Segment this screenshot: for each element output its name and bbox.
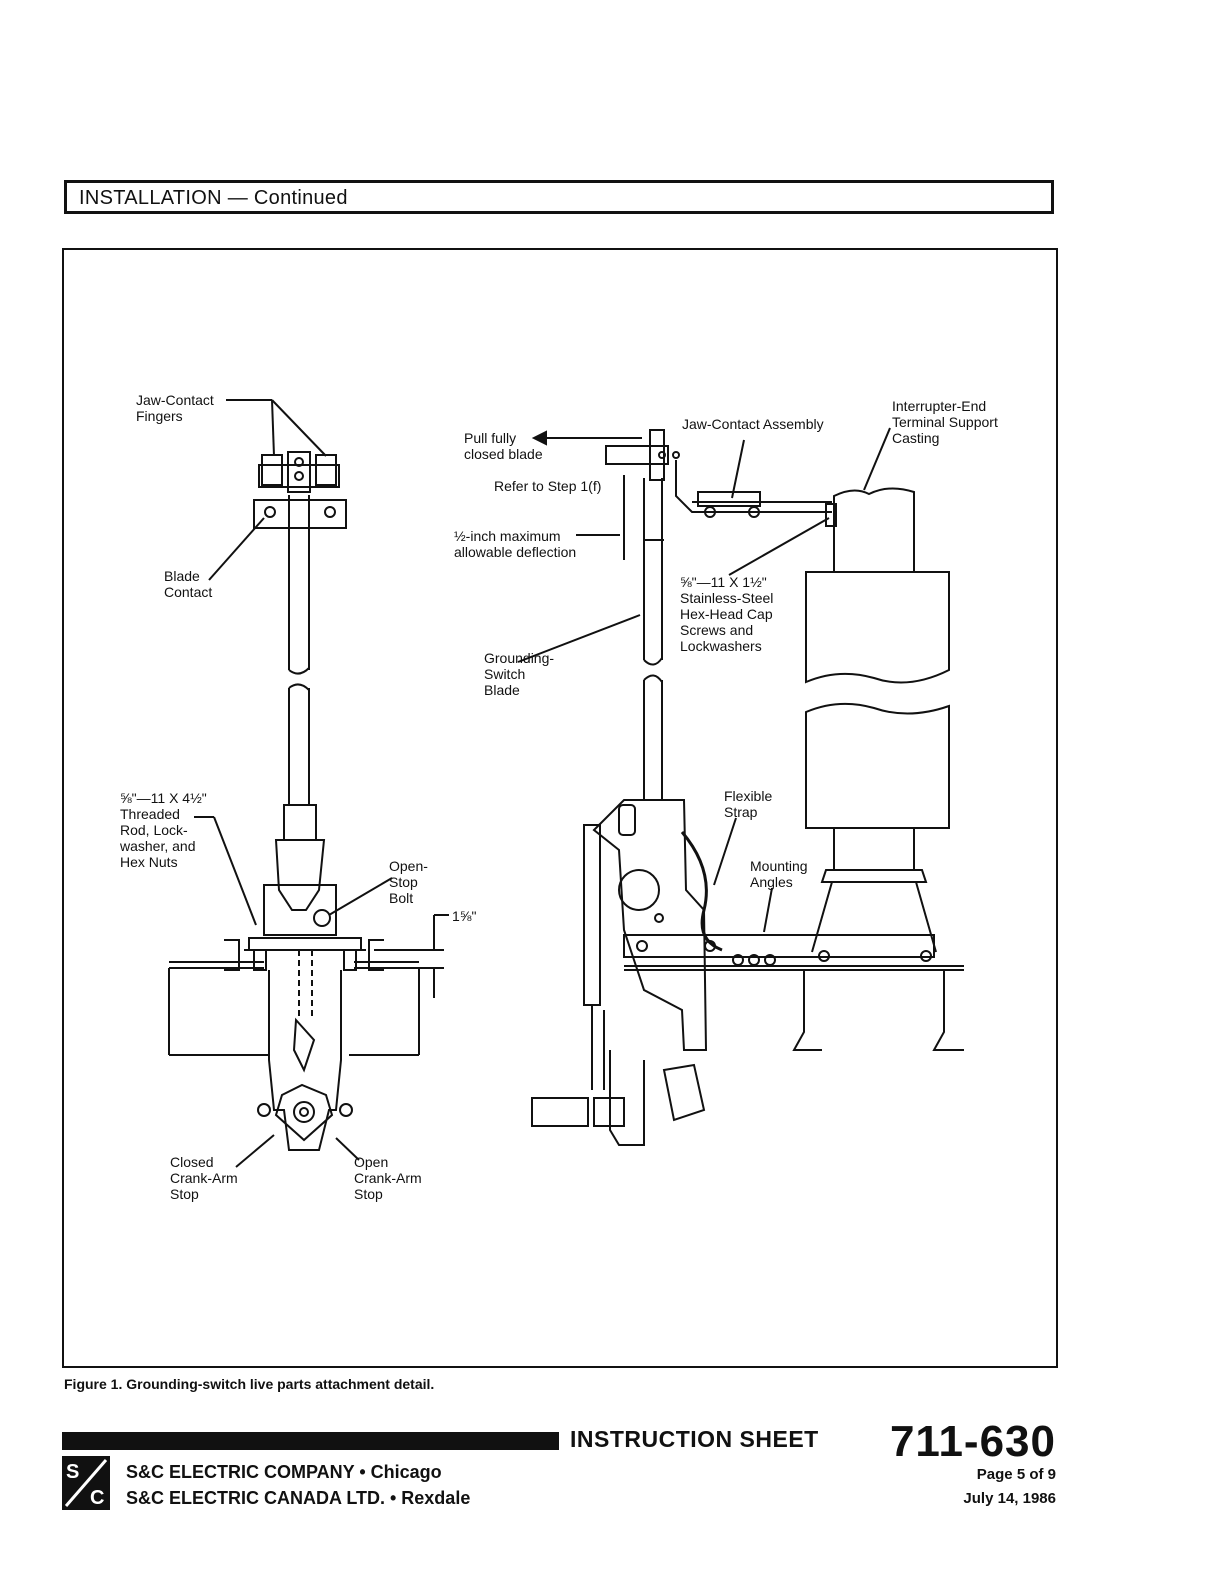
label-blade-contact: Blade Contact xyxy=(164,568,213,600)
company-chicago: S&C ELECTRIC COMPANY • Chicago xyxy=(126,1462,442,1482)
label-closed-crank-arm-stop: Closed Crank-Arm Stop xyxy=(170,1154,238,1202)
label-open-crank-arm-stop: Open Crank-Arm Stop xyxy=(354,1154,422,1202)
section-header-bar: INSTALLATION — Continued xyxy=(64,180,1054,214)
label-jaw-contact-assembly: Jaw-Contact Assembly xyxy=(682,416,824,432)
figure-caption: Figure 1. Grounding-switch live parts at… xyxy=(64,1376,435,1392)
label-max-deflection: ½-inch maximum allowable deflection xyxy=(454,528,577,560)
label-grounding-switch-blade: Grounding- Switch Blade xyxy=(484,650,555,698)
page-number: Page 5 of 9 xyxy=(976,1466,1056,1483)
label-flexible-strap: Flexible Strap xyxy=(724,788,773,820)
label-jaw-contact-fingers: Jaw-Contact Fingers xyxy=(136,392,214,424)
label-cap-screws: ⅝"—11 X 1½" Stainless-Steel Hex-Head Cap… xyxy=(680,574,774,654)
footer-rule xyxy=(62,1432,559,1450)
right-view-drawing xyxy=(517,427,964,1146)
label-threaded-rod: ⅝"—11 X 4½" Threaded Rod, Lock- washer, … xyxy=(120,790,207,870)
section-title: INSTALLATION — Continued xyxy=(79,187,348,209)
label-pull-fully-closed-blade: Pull fully closed blade xyxy=(464,430,543,462)
label-mounting-angles: Mounting Angles xyxy=(750,858,808,890)
label-interrupter-end-casting: Interrupter-End Terminal Support Casting xyxy=(892,398,998,446)
figure-drawing xyxy=(168,399,964,1168)
svg-text:C: C xyxy=(90,1487,104,1509)
left-view-drawing xyxy=(168,399,449,1168)
sc-logo-icon: S C xyxy=(62,1456,110,1510)
instruction-sheet-label: INSTRUCTION SHEET xyxy=(570,1426,819,1452)
svg-text:S: S xyxy=(66,1461,79,1483)
publication-date: July 14, 1986 xyxy=(963,1490,1056,1507)
label-open-stop-bolt: Open- Stop Bolt xyxy=(389,858,428,906)
label-dimension: 1⅝" xyxy=(452,908,477,924)
company-canada: S&C ELECTRIC CANADA LTD. • Rexdale xyxy=(126,1488,471,1508)
instruction-sheet-number: 711-630 xyxy=(889,1417,1056,1466)
label-refer-to-step: Refer to Step 1(f) xyxy=(494,478,602,494)
figure-frame: Jaw-Contact Fingers Blade Contact ⅝"—11 … xyxy=(62,248,1058,1368)
